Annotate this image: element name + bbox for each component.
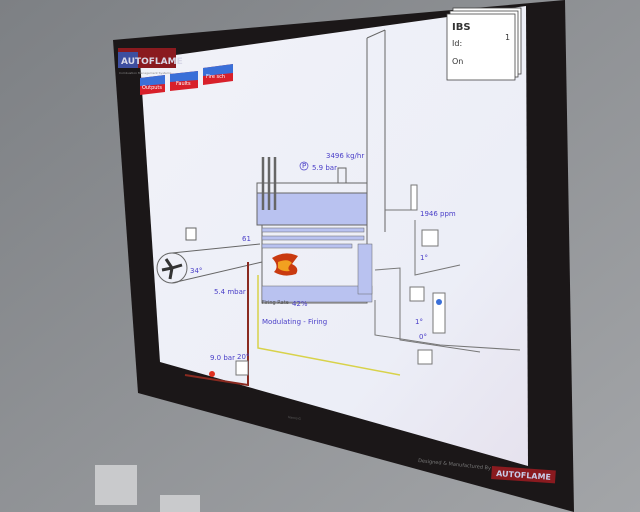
svg-text:IBS: IBS (452, 22, 471, 33)
gas-valve-reading: 20° (237, 353, 249, 361)
autoflame-logo: AUTOFLAME Combustion Management Systems (118, 48, 183, 75)
nav-button-fire-sch[interactable]: Fire sch (203, 64, 233, 85)
svg-text:AUTOFLAME: AUTOFLAME (121, 57, 183, 67)
svg-text:1: 1 (505, 33, 510, 42)
emissions-reading: 1946 ppm (420, 210, 456, 218)
gas-pressure-indicator (209, 371, 215, 377)
flame-icon (272, 253, 298, 276)
gas-pressure-reading: 9.0 bar (210, 354, 235, 362)
fan-icon (156, 227, 263, 284)
flue-damper-reading: 1° (420, 254, 428, 262)
firing-rate-label: Firing Rate (262, 300, 289, 306)
nav-button-outputs[interactable]: Outputs (140, 75, 165, 95)
burner-status: Modulating - Firing (262, 318, 327, 326)
air-pressure-reading: 5.4 mbar (214, 288, 246, 296)
air-damper-reading: 34° (190, 267, 202, 275)
pressure-icon (299, 161, 309, 171)
gas-line (257, 275, 401, 376)
svg-text:Id:: Id: (452, 39, 462, 48)
steam-pressure-reading: 5.9 bar (312, 164, 337, 172)
nav-button-faults[interactable]: Faults (170, 71, 198, 91)
svg-text:Fire sch: Fire sch (206, 74, 225, 80)
burner-angle-reading: 61 (242, 235, 251, 243)
steam-flow-reading: 3496 kg/hr (326, 152, 364, 160)
footer-logo: AUTOFLAME (491, 466, 556, 484)
feed-valve-2-reading: 0° (419, 333, 427, 341)
feed-valve-1-reading: 1° (415, 318, 423, 326)
boiler (256, 157, 373, 304)
svg-text:Faults: Faults (176, 81, 191, 87)
svg-text:AUTOFLAME: AUTOFLAME (496, 469, 551, 482)
ibs-panel[interactable]: IBS Id: 1 On (446, 7, 522, 81)
flue-pipes (235, 184, 521, 376)
svg-text:On: On (452, 57, 463, 66)
svg-text:Outputs: Outputs (142, 85, 162, 91)
fuel-line (184, 262, 249, 387)
wall-socket (160, 495, 200, 512)
monitor-brand: Hanns·G (288, 415, 302, 421)
firing-rate-value: 42% (292, 300, 308, 308)
svg-text:P: P (302, 162, 306, 170)
wall-socket (95, 465, 137, 505)
svg-text:Combustion Management Systems: Combustion Management Systems (119, 71, 172, 75)
